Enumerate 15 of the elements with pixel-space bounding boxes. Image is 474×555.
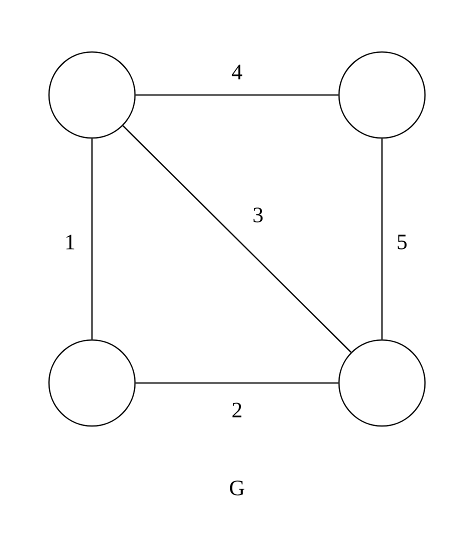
vertex-circle	[48, 51, 136, 139]
edge-label: 1	[62, 232, 78, 252]
edge-line	[381, 138, 383, 340]
caption: G	[230, 480, 244, 496]
edge-line	[122, 125, 352, 353]
edge-label: 4	[230, 62, 244, 82]
vertex-circle	[338, 51, 426, 139]
edge-line	[136, 94, 338, 96]
edge-label: 2	[230, 400, 244, 420]
edge-line	[136, 382, 338, 384]
edge-label: 5	[394, 232, 410, 252]
vertex-circle	[338, 339, 426, 427]
vertex-circle	[48, 339, 136, 427]
edge-line	[91, 138, 93, 340]
edge-label: 3	[250, 206, 266, 224]
